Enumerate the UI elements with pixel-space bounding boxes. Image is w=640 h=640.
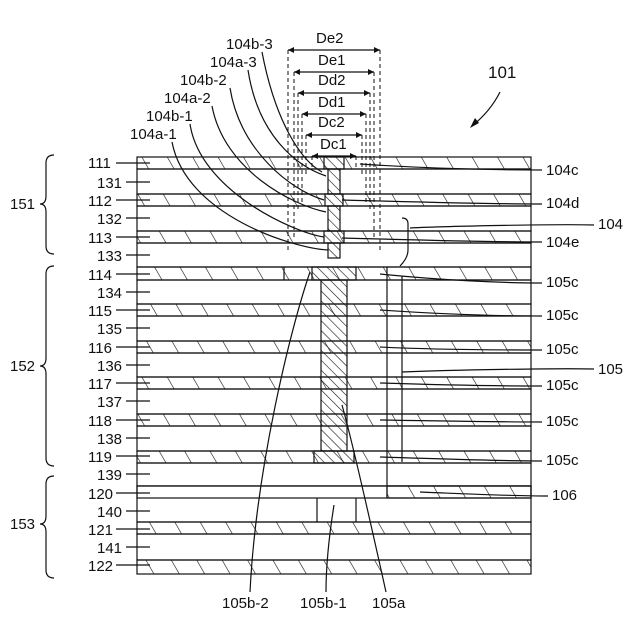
dimension-arrow-head: [288, 47, 294, 53]
label-105c-2: 105c: [546, 307, 579, 324]
label-105c-4: 105c: [546, 377, 579, 394]
dimension-label-de1: De1: [318, 52, 346, 69]
insulating-layer: [137, 534, 531, 560]
dimension-arrow-head: [360, 111, 366, 117]
layer-label: 114: [88, 267, 112, 284]
via-stem-104: [328, 206, 340, 231]
figure-label: 101: [488, 63, 516, 82]
layer-label: 139: [97, 467, 122, 484]
via-stem-104: [328, 169, 340, 194]
dimension-label-dc2: Dc2: [318, 114, 345, 131]
layer-label: 131: [97, 175, 122, 192]
via-pad-104: [324, 231, 344, 243]
layer-label: 120: [88, 486, 113, 503]
layer-label: 117: [88, 376, 112, 393]
label-104d: 104d: [546, 195, 579, 212]
label-105b-1: 105b-1: [300, 595, 347, 612]
layer-label: 111: [88, 155, 111, 172]
dimension-label-de2: De2: [316, 30, 344, 47]
group-label-152: 152: [10, 358, 35, 375]
left-layer-labels: 111 131 112 132 113 133 114 134 115 135 …: [88, 155, 122, 575]
layer-label: 137: [97, 394, 122, 411]
layer-label: 113: [88, 230, 112, 247]
layer-label: 136: [97, 358, 122, 375]
label-105a: 105a: [372, 595, 406, 612]
figure-arrow-head: [470, 118, 479, 128]
label-105c-1: 105c: [546, 274, 579, 291]
dimension-label-dc1: Dc1: [320, 136, 347, 153]
group-bracket-152: [40, 266, 54, 466]
label-106: 106: [552, 487, 577, 504]
contact-stem-105a: [321, 280, 347, 451]
group-label-153: 153: [10, 516, 35, 533]
dimension-label-dd2: Dd2: [318, 72, 346, 89]
group-bracket-151: [40, 155, 54, 254]
dimension-arrow-head: [368, 69, 374, 75]
via-leader: [262, 52, 322, 172]
layer-label: 135: [97, 321, 122, 338]
label-105: 105: [598, 361, 623, 378]
layer-label: 118: [88, 413, 112, 430]
layer-label: 116: [88, 340, 112, 357]
via-label-104b-1: 104b-1: [146, 108, 193, 125]
via-label-104b-3: 104b-3: [226, 36, 273, 53]
conductive-layer: [137, 560, 531, 574]
dimension-arrow-head: [364, 90, 370, 96]
layer-label: 121: [88, 522, 113, 539]
conductive-layer: [137, 522, 531, 534]
layer-label: 141: [97, 540, 122, 557]
dimension-arrow-head: [306, 132, 312, 138]
layer-label: 134: [97, 285, 122, 302]
dimension-arrow-head: [294, 69, 300, 75]
via-label-104a-1: 104a-1: [130, 126, 177, 143]
layer-label: 122: [88, 558, 113, 575]
layer-label: 138: [97, 431, 122, 448]
group-label-151: 151: [10, 196, 35, 213]
group-bracket-153: [40, 476, 54, 578]
contact-top-pad-105: [312, 267, 356, 280]
layer-label: 140: [97, 504, 122, 521]
label-105c-6: 105c: [546, 452, 579, 469]
via-label-104a-3: 104a-3: [210, 54, 257, 71]
label-105b-2: 105b-2: [222, 595, 269, 612]
contact-bottom-pad-105: [314, 451, 354, 463]
dimension-arrow-head: [302, 111, 308, 117]
label-104c: 104c: [546, 162, 579, 179]
dimension-label-dd1: Dd1: [318, 94, 346, 111]
dimension-arrow-head: [298, 90, 304, 96]
label-104e: 104e: [546, 234, 579, 251]
layer-label: 119: [88, 449, 112, 466]
label-104: 104: [598, 216, 623, 233]
via-pad-104: [324, 157, 344, 169]
via-label-104a-2: 104a-2: [164, 90, 211, 107]
via-stem-104: [328, 243, 340, 258]
label-105c-5: 105c: [546, 413, 579, 430]
layer-label: 132: [97, 211, 122, 228]
dimension-arrow-head: [356, 132, 362, 138]
layer-106-region: [387, 486, 531, 498]
insulating-layer: [137, 463, 531, 486]
layer-label: 112: [88, 193, 112, 210]
label-105c-3: 105c: [546, 341, 579, 358]
layer-label: 115: [88, 303, 112, 320]
layer-label: 133: [97, 248, 122, 265]
via-pad-104: [325, 194, 343, 206]
dimension-arrow-head: [374, 47, 380, 53]
via-label-104b-2: 104b-2: [180, 72, 227, 89]
